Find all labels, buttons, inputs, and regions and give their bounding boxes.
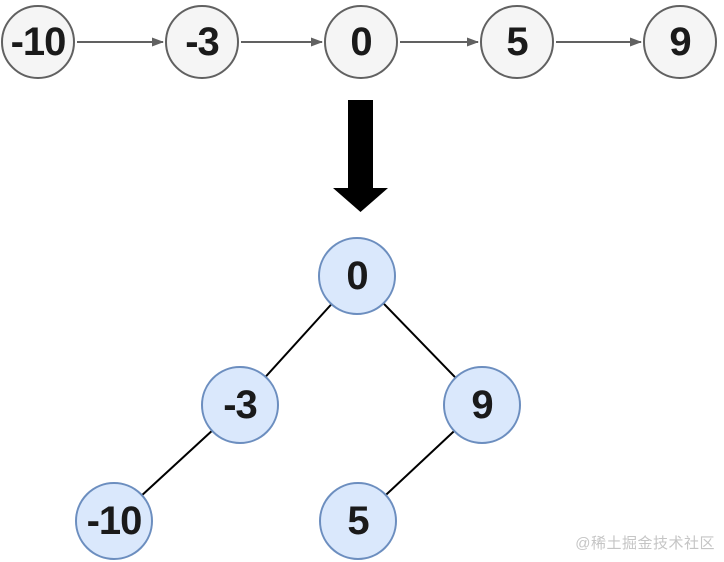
tree-node--10: -10 xyxy=(75,482,153,560)
list-node--10: -10 xyxy=(1,5,75,79)
down-arrow-icon xyxy=(333,100,388,212)
watermark-text: @稀土掘金技术社区 xyxy=(575,535,715,552)
list-node-5: 5 xyxy=(480,5,554,79)
list-node-0: 0 xyxy=(324,5,398,79)
list-node-9: 9 xyxy=(643,5,717,79)
tree-node--3: -3 xyxy=(201,366,279,444)
tree-node-9: 9 xyxy=(443,366,521,444)
tree-node-5: 5 xyxy=(319,482,397,560)
tree-node-root-0: 0 xyxy=(318,237,396,315)
list-node--3: -3 xyxy=(165,5,239,79)
